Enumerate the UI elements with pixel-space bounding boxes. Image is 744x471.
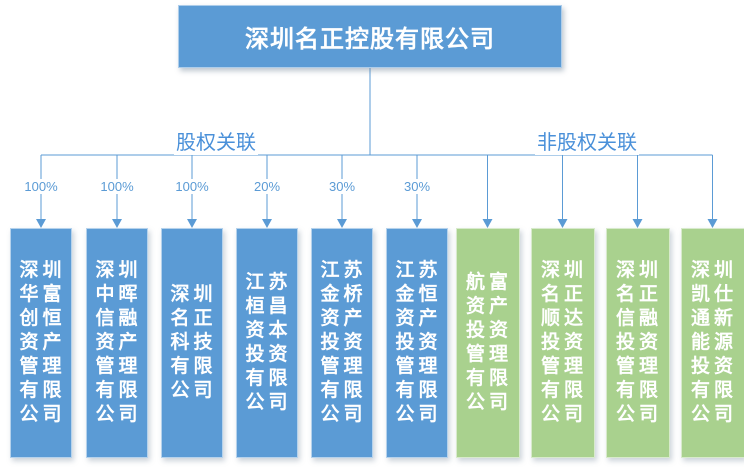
entity-box: 深圳凯仕通新能源投资有限公司: [680, 228, 744, 458]
entity-box: 深圳名正科技有限公司: [161, 228, 223, 458]
entity-box: 江苏金恒资产投资管理有限公司: [386, 228, 448, 458]
entity-box: 航富资产投资管理有限公司: [455, 228, 520, 458]
entity-name: 深圳华富创恒资产管理有限公司: [19, 260, 66, 425]
ownership-label: 30%: [325, 179, 359, 194]
entity-name: 深圳凯仕通新能源投资有限公司: [690, 260, 737, 425]
ownership-label: 100%: [172, 179, 212, 194]
ownership-label: 30%: [400, 179, 434, 194]
entity-name: 深圳名正顺达投资管理有限公司: [540, 260, 587, 425]
arrowhead-icon: [412, 219, 422, 228]
entity-name: 江苏金桥资产投资管理有限公司: [320, 260, 367, 425]
entity-name: 江苏金恒资产投资管理有限公司: [395, 260, 442, 425]
ownership-label: 100%: [97, 179, 137, 194]
entity-name: 深圳名正科技有限公司: [170, 284, 217, 401]
entity-name: 深圳中晖信融资产管理有限公司: [95, 260, 142, 425]
non-equity-group-label: 非股权关联: [535, 126, 639, 155]
arrowhead-icon: [36, 219, 46, 228]
root-company-box: 深圳名正控股有限公司: [178, 5, 562, 68]
entity-box: 江苏桓昌资本投资有限公司: [236, 228, 298, 458]
entity-name: 航富资产投资管理有限公司: [465, 272, 512, 413]
arrowhead-icon: [262, 219, 272, 228]
entity-box: 深圳名正顺达投资管理有限公司: [530, 228, 595, 458]
arrowhead-icon: [557, 219, 568, 228]
entity-box: 深圳名正信融投资管理有限公司: [605, 228, 670, 458]
arrowhead-icon: [482, 219, 493, 228]
equity-group-label: 股权关联: [174, 126, 258, 155]
arrowhead-icon: [707, 219, 718, 228]
entity-box: 江苏金桥资产投资管理有限公司: [311, 228, 373, 458]
arrowhead-icon: [632, 219, 643, 228]
entity-box: 深圳华富创恒资产管理有限公司: [10, 228, 72, 458]
root-company-name: 深圳名正控股有限公司: [245, 26, 495, 53]
entity-name: 深圳名正信融投资管理有限公司: [615, 260, 662, 425]
arrowhead-icon: [112, 219, 122, 228]
arrowhead-icon: [187, 219, 197, 228]
entity-box: 深圳中晖信融资产管理有限公司: [86, 228, 148, 458]
ownership-label: 100%: [21, 179, 61, 194]
entity-name: 江苏桓昌资本投资有限公司: [245, 272, 292, 413]
arrowhead-icon: [337, 219, 347, 228]
ownership-label: 20%: [250, 179, 284, 194]
